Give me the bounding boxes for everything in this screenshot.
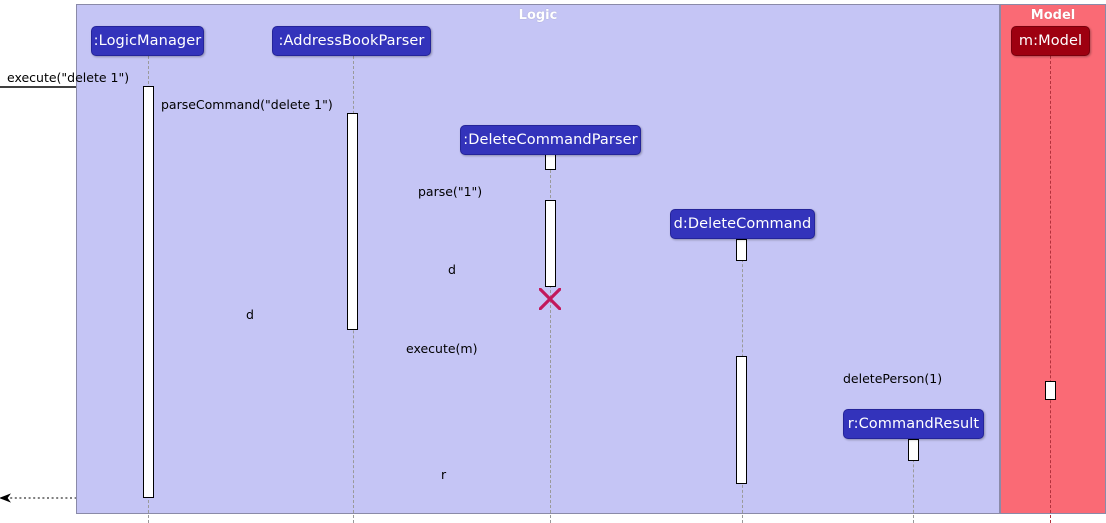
participant-model[interactable]: m:Model [1011,26,1090,56]
participant-addressbookparser[interactable]: :AddressBookParser [272,26,431,56]
lifeline-commandresult [913,439,914,523]
x-icon [537,286,563,312]
participant-commandresult[interactable]: r:CommandResult [843,409,984,439]
activation-bar-model [1045,381,1056,400]
activation-bar-addressbookparser [347,113,358,330]
participant-deletecommandparser[interactable]: :DeleteCommandParser [460,125,641,155]
model-group: Model [1000,4,1106,514]
logic-group-label: Logic [518,8,558,23]
activation-bar-commandresult [908,439,919,461]
message-label-m10: execute(m) [406,341,478,356]
participant-logicmanager[interactable]: :LogicManager [91,26,204,56]
message-label-m11: deletePerson(1) [843,371,943,386]
message-label-m5: parse("1") [418,184,483,199]
message-label-m9: d [246,307,254,322]
activation-bar-deletecommandparser [545,200,556,287]
participant-deletecommand[interactable]: d:DeleteCommand [670,209,815,239]
activation-bar-deletecommand [736,356,747,484]
activation-bar-logicmanager [143,86,154,498]
message-label-m1: execute("delete 1") [7,70,130,85]
message-label-m15: r [441,467,447,482]
message-label-m2: parseCommand("delete 1") [161,97,333,112]
lifeline-model [1050,56,1051,523]
activation-bar-deletecommand [736,239,747,261]
model-group-label: Model [1030,8,1076,23]
destroy-marker-deletecommandparser [537,286,563,312]
lifeline-deletecommandparser [550,155,551,523]
message-label-m8: d [448,262,456,277]
